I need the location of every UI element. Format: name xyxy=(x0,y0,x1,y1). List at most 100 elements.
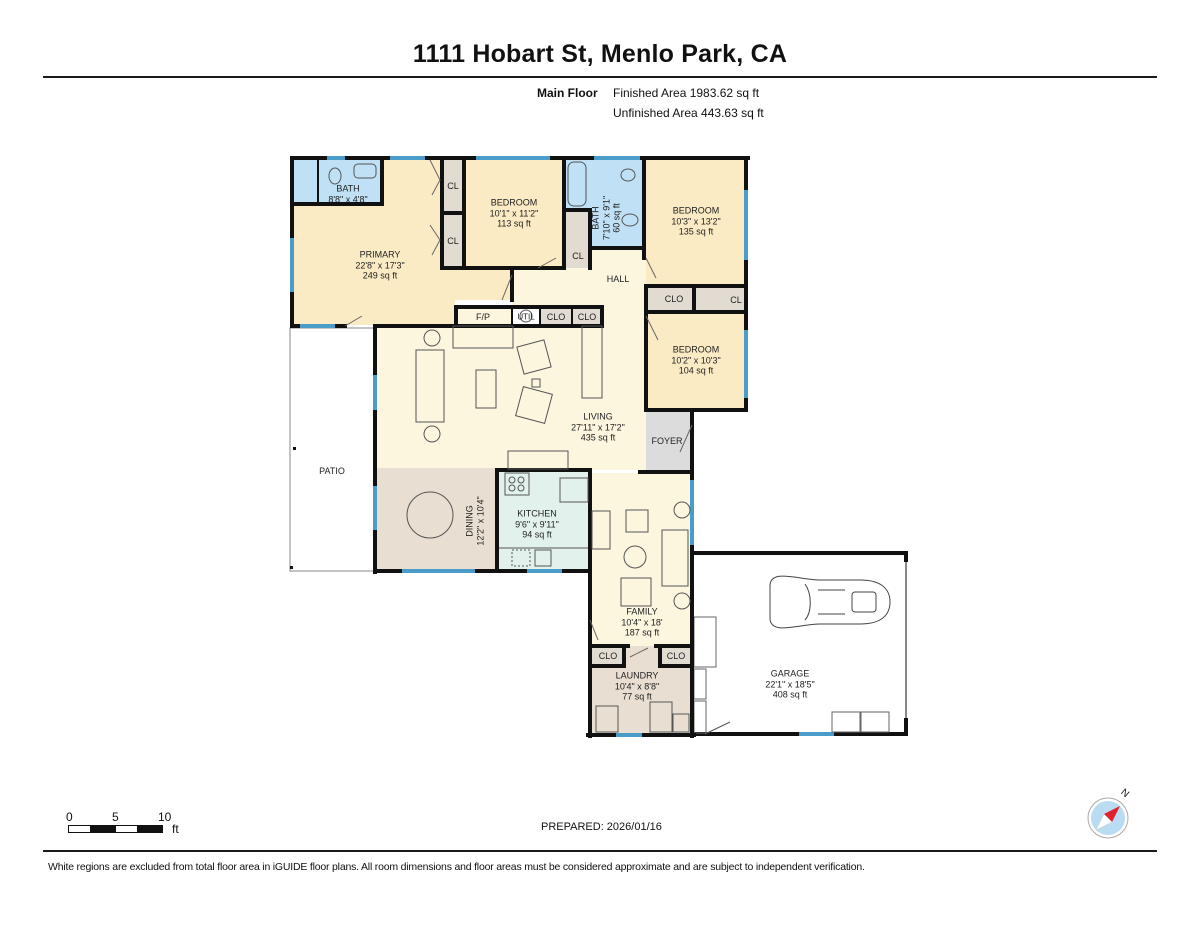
closet-label: CL xyxy=(447,236,459,246)
title-rule xyxy=(43,76,1157,78)
closet-label: CLO xyxy=(577,312,597,322)
room-dims: 10'4" x 18' xyxy=(621,616,663,627)
room-dims: 10'3" x 13'2" xyxy=(671,215,721,226)
room-laundry: LAUNDRY 10'4" x 8'8" 77 sq ft xyxy=(615,670,659,702)
closet-label: CL xyxy=(572,251,584,261)
room-dims: 22'8" x 17'3" xyxy=(355,259,405,270)
closet-label: CLO xyxy=(664,294,684,304)
fireplace-label: F/P xyxy=(475,312,491,322)
room-name: BATH xyxy=(590,206,601,230)
bedroom3-closet-cl xyxy=(696,288,746,310)
footer-rule xyxy=(43,850,1157,852)
compass-icon: N xyxy=(1086,787,1136,840)
patio-post-2 xyxy=(290,566,293,569)
util-label: UTIL xyxy=(517,312,535,322)
room-dims: 10'2" x 10'3" xyxy=(671,354,721,365)
patio-post-1 xyxy=(293,447,296,450)
room-dims: 10'1" x 11'2" xyxy=(489,207,539,218)
room-name: HALL xyxy=(606,273,630,284)
closet-label: CLO xyxy=(546,312,566,322)
hall-closet-1 xyxy=(540,307,572,325)
finished-area: Finished Area 1983.62 sq ft xyxy=(613,86,760,100)
room-living: LIVING 27'11" x 17'2" 435 sq ft xyxy=(571,411,625,443)
room-family: FAMILY 10'4" x 18' 187 sq ft xyxy=(621,606,662,638)
room-name: DINING xyxy=(464,505,475,537)
room-garage: GARAGE 22'1" x 18'5" 408 sq ft xyxy=(765,668,814,700)
room-area: 113 sq ft xyxy=(497,218,531,229)
room-dims: 9'6" x 9'11" xyxy=(515,518,559,529)
room-dims: 27'11" x 17'2" xyxy=(571,421,625,432)
room-hall: HALL xyxy=(607,274,630,285)
room-name: LAUNDRY xyxy=(615,670,659,681)
primary-closet-2 xyxy=(442,214,464,268)
furniture xyxy=(328,161,691,733)
closet-label: CL xyxy=(730,295,742,305)
primary-closet-1 xyxy=(442,158,464,212)
room-area: 408 sq ft xyxy=(772,689,808,700)
family-closet-2 xyxy=(660,646,692,666)
dining-fill xyxy=(377,468,497,570)
primary-bath-fill xyxy=(292,158,382,204)
car-icon xyxy=(769,575,891,629)
room-area: 249 sq ft xyxy=(362,270,398,281)
closet-label: CL xyxy=(447,181,459,191)
util-fill xyxy=(512,307,540,325)
room-kitchen: KITCHEN 9'6" x 9'11" 94 sq ft xyxy=(515,508,559,540)
room-area: 187 sq ft xyxy=(624,627,660,638)
room-bedroom-1: BEDROOM 10'1" x 11'2" 113 sq ft xyxy=(490,197,539,229)
garage xyxy=(693,551,908,736)
room-dims: 10'4" x 8'8" xyxy=(614,680,660,691)
room-fills xyxy=(292,158,746,736)
windows xyxy=(290,156,748,737)
room-name: LIVING xyxy=(583,411,613,422)
patio-outline xyxy=(289,327,377,572)
room-name: BEDROOM xyxy=(672,344,720,355)
room-area: 135 sq ft xyxy=(678,226,714,237)
room-name: BEDROOM xyxy=(672,205,720,216)
room-primary: PRIMARY 22'8" x 17'3" 249 sq ft xyxy=(355,249,404,281)
room-area: 435 sq ft xyxy=(580,432,616,443)
room-dining: DINING 12'2" x 10'4" xyxy=(465,496,486,545)
room-name: BEDROOM xyxy=(490,197,538,208)
room-bedroom-2: BEDROOM 10'3" x 13'2" 135 sq ft xyxy=(671,205,720,237)
room-area: 94 sq ft xyxy=(522,529,552,540)
door-swings xyxy=(344,159,693,658)
foyer-fill xyxy=(646,410,694,470)
bedroom3-fill xyxy=(646,312,746,408)
room-primary-bath: BATH 8'8" x 4'8" xyxy=(328,184,367,205)
room-bath-2: BATH 7'10" x 9'1" 60 sq ft xyxy=(590,196,622,240)
scale-label-0: 0 xyxy=(66,810,73,824)
family-fill xyxy=(590,473,692,646)
prepared-date: PREPARED: 2026/01/16 xyxy=(541,821,662,833)
page-title: 1111 Hobart St, Menlo Park, CA xyxy=(412,40,788,68)
scale-segment xyxy=(68,825,91,833)
closet-label: CLO xyxy=(666,651,686,661)
bath2-closet xyxy=(566,210,590,268)
scale-segment xyxy=(90,825,116,833)
room-name: KITCHEN xyxy=(517,508,557,519)
scale-segment xyxy=(137,825,163,833)
disclaimer: White regions are excluded from total fl… xyxy=(48,861,865,873)
room-patio: PATIO xyxy=(319,466,345,477)
scale-segment xyxy=(115,825,138,833)
room-name: FOYER xyxy=(651,435,683,446)
room-name: PRIMARY xyxy=(359,249,401,260)
room-bedroom-3: BEDROOM 10'2" x 10'3" 104 sq ft xyxy=(671,344,720,376)
room-area: 104 sq ft xyxy=(678,365,714,376)
room-name: BATH xyxy=(336,183,360,194)
room-dims: 22'1" x 18'5" xyxy=(765,678,815,689)
fireplace-fill xyxy=(456,307,512,325)
family-closet-1 xyxy=(592,646,624,666)
floor-label: Main Floor xyxy=(537,86,598,100)
room-foyer: FOYER xyxy=(651,436,682,447)
room-area: 60 sq ft xyxy=(611,203,622,233)
room-name: GARAGE xyxy=(770,668,810,679)
scale-label-10: 10 xyxy=(158,810,172,824)
bedroom2-fill xyxy=(646,158,746,286)
room-name: FAMILY xyxy=(626,606,658,617)
room-dims: 8'8" x 4'8" xyxy=(328,194,368,204)
room-dims: 7'10" x 9'1" xyxy=(600,195,611,241)
room-area: 77 sq ft xyxy=(622,691,652,702)
unfinished-area: Unfinished Area 443.63 sq ft xyxy=(613,106,764,120)
